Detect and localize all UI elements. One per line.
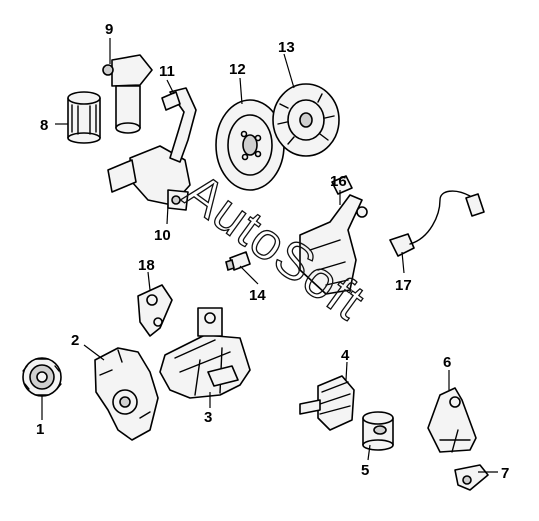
part-4-oil-cooler — [299, 375, 355, 431]
part-5-oil-filter — [362, 411, 394, 451]
callout-18: 18 — [138, 257, 155, 274]
callout-16: 16 — [330, 173, 347, 190]
callout-17: 17 — [395, 277, 412, 294]
callout-7: 7 — [501, 465, 509, 482]
callout-14: 14 — [249, 287, 266, 304]
callout-11: 11 — [159, 63, 175, 80]
callout-1: 1 — [36, 421, 44, 438]
part-9-filter-housing — [102, 54, 153, 134]
part-16-release-fork — [299, 175, 368, 295]
part-2-oil-pump — [94, 347, 159, 441]
part-13-clutch-disc — [272, 83, 340, 157]
callout-10: 10 — [154, 227, 171, 244]
part-3-injection-pump — [159, 307, 251, 399]
callout-6: 6 — [443, 354, 451, 371]
callout-9: 9 — [105, 21, 113, 38]
callout-5: 5 — [361, 462, 369, 479]
part-11-coolant-pipe — [161, 87, 197, 163]
part-18-bracket — [137, 284, 173, 337]
part-7-small-bracket — [454, 464, 489, 491]
part-14-sensor — [225, 251, 251, 272]
leader-lines — [41, 38, 498, 473]
callout-12: 12 — [229, 61, 246, 78]
part-12-flywheel — [215, 99, 285, 191]
part-17-sensor-cable — [389, 190, 485, 257]
callout-4: 4 — [341, 347, 350, 364]
callout-numbers: 1 2 3 4 5 6 7 8 9 10 11 12 13 14 16 17 1… — [36, 21, 509, 482]
callout-8: 8 — [40, 117, 48, 134]
part-6-mount-bracket — [427, 387, 477, 453]
part-1-pulley — [22, 357, 62, 397]
callout-3: 3 — [204, 409, 212, 426]
part-8-fuel-filter — [67, 91, 101, 144]
callout-13: 13 — [278, 39, 295, 56]
callout-2: 2 — [71, 332, 79, 349]
